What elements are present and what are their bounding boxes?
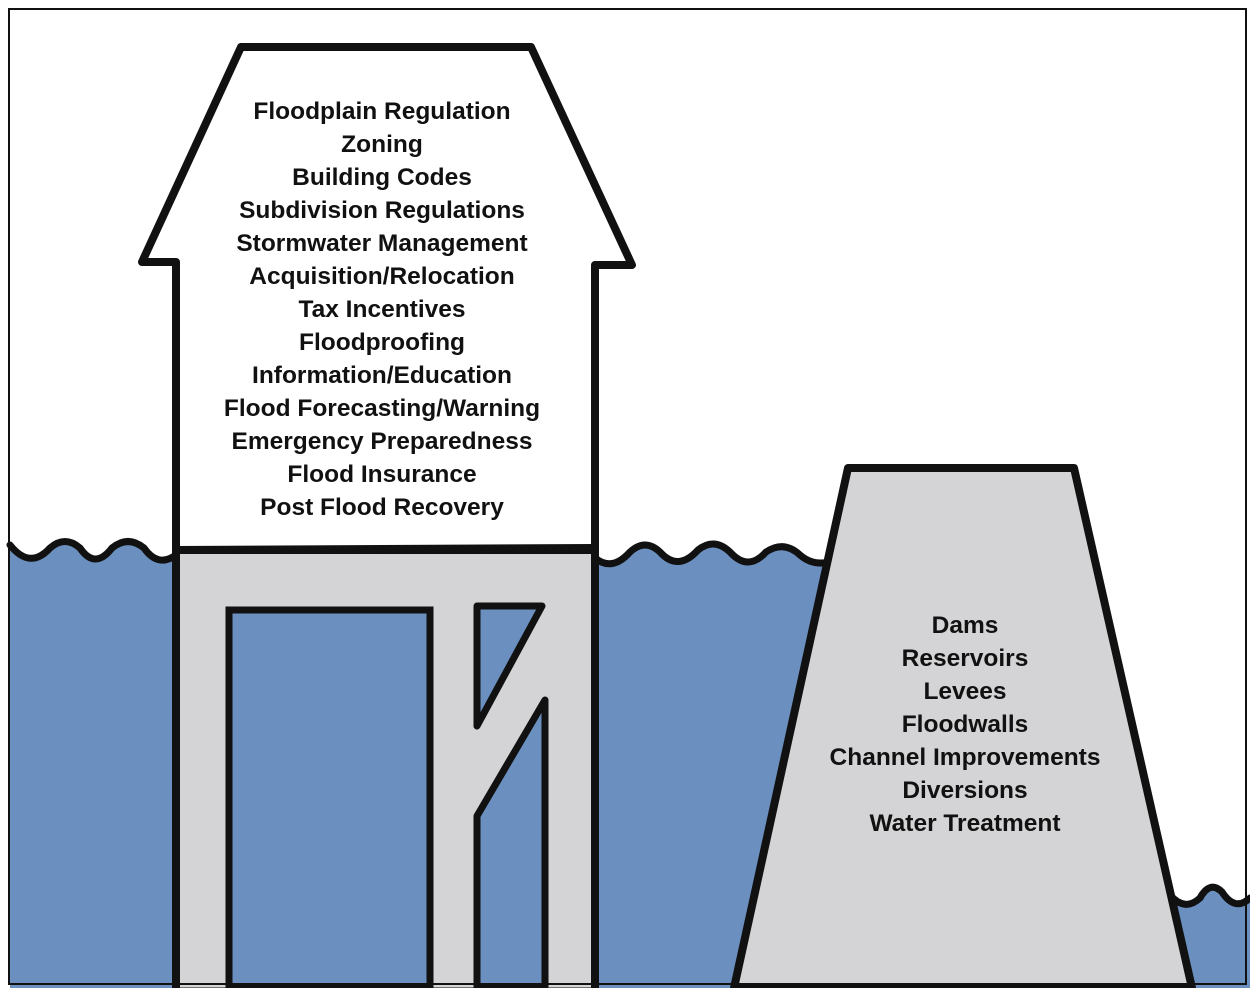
structural-measure-item: Water Treatment (869, 810, 1061, 837)
nonstructural-measure-item: Zoning (341, 131, 423, 158)
nonstructural-measure-item: Building Codes (292, 164, 472, 191)
nonstructural-measure-item: Information/Education (252, 362, 512, 389)
nonstructural-measure-item: Stormwater Management (236, 230, 528, 257)
water-surface-middle (591, 540, 839, 568)
nonstructural-measure-item: Floodplain Regulation (253, 98, 511, 125)
structural-measure-item: Dams (931, 612, 999, 639)
foundation-opening-left (225, 606, 434, 988)
structural-measure-item: Floodwalls (901, 711, 1029, 738)
house-body (138, 43, 636, 554)
structural-measure-item: Channel Improvements (829, 744, 1101, 771)
nonstructural-measure-item: Acquisition/Relocation (249, 263, 515, 290)
structural-measure-item: Levees (923, 678, 1007, 705)
house-floor-line (175, 544, 596, 554)
foundation-opening-brace-top (473, 602, 546, 730)
water-surface-left (6, 538, 180, 564)
nonstructural-measure-item: Flood Forecasting/Warning (223, 395, 541, 422)
structural-measure-item: Diversions (902, 777, 1028, 804)
water-body-middle (595, 543, 835, 988)
nonstructural-measure-item: Floodproofing (299, 329, 465, 356)
water-body (10, 541, 176, 988)
dam-structure (730, 464, 1196, 988)
nonstructural-measure-item: Post Flood Recovery (260, 494, 504, 521)
foundation-opening-brace-bottom (473, 696, 549, 988)
nonstructural-measure-item: Emergency Preparedness (231, 428, 533, 455)
nonstructural-measure-item: Tax Incentives (298, 296, 466, 323)
nonstructural-measure-item: Subdivision Regulations (239, 197, 525, 224)
structural-measure-item: Reservoirs (901, 645, 1029, 672)
image-frame (8, 8, 1247, 985)
nonstructural-measure-item: Flood Insurance (287, 461, 477, 488)
water-surface-right (1166, 883, 1250, 908)
